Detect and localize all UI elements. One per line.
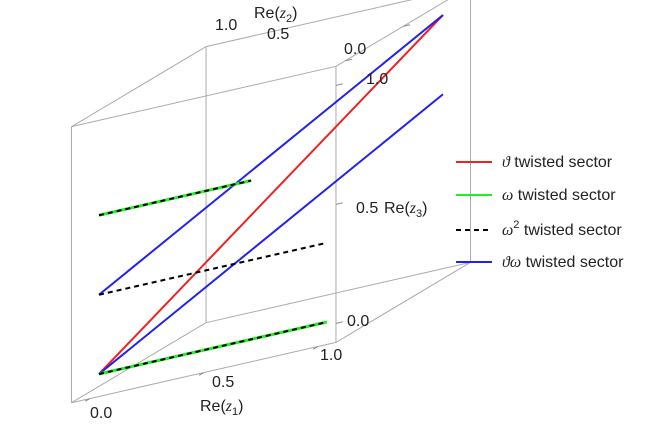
z-tick-mark — [335, 83, 343, 86]
z-tick-2: 1.0 — [366, 71, 388, 88]
x-axis-label-prefix: Re( — [200, 398, 226, 415]
z-tick-mark — [335, 202, 343, 205]
x-tick-0: 0.0 — [90, 405, 112, 422]
series-omega2-segment-2 — [98, 241, 328, 296]
box-edge — [71, 46, 207, 128]
legend: ϑ twisted sector ω twisted sector ω2 twi… — [456, 154, 624, 271]
legend-label-thetaomega: ϑω twisted sector — [502, 254, 624, 271]
box-edge — [335, 261, 471, 343]
legend-symbol-omega2: ω — [502, 222, 513, 239]
x-tick-mark — [312, 346, 318, 350]
x-axis-label: Re(z1) — [200, 398, 243, 418]
series-thetaomega-segment-0 — [98, 93, 444, 375]
box-edge — [205, 261, 471, 324]
x-tick-mark — [84, 398, 90, 402]
z-axis-label-sub: 3 — [416, 208, 422, 220]
z-tick-0: 0.0 — [347, 313, 369, 330]
y-tick-mark — [345, 58, 353, 62]
legend-symbol-theta: ϑ — [502, 154, 511, 171]
series-omega-segment-1 — [98, 179, 252, 217]
x-tick-1: 0.5 — [212, 374, 234, 391]
legend-sup-omega2: 2 — [513, 219, 519, 231]
y-tick-2: 1.0 — [215, 17, 237, 34]
series-theta-segment-0 — [98, 14, 444, 375]
y-axis-label-suffix: ) — [292, 5, 297, 22]
x-tick-mark — [198, 372, 204, 376]
z-axis-label-prefix: Re( — [384, 200, 410, 217]
box-edge — [71, 322, 207, 404]
legend-symbol-thetaomega: ϑω — [502, 254, 521, 271]
legend-symbol-omega: ω — [502, 187, 513, 204]
legend-text-thetaomega: twisted sector — [521, 254, 624, 271]
box-edge — [205, 0, 413, 48]
x-axis-label-sub: 1 — [232, 406, 238, 418]
z-axis-label-suffix: ) — [422, 200, 427, 217]
legend-label-theta: ϑ twisted sector — [502, 154, 613, 171]
legend-label-omega2: ω2 twisted sector — [502, 219, 622, 239]
z-axis-label: Re(z3) — [384, 200, 427, 220]
z-axis-label-var: z — [409, 200, 417, 217]
y-axis-label-sub: 2 — [286, 13, 292, 25]
legend-label-omega: ω twisted sector — [502, 187, 616, 204]
series-omega2-segment-1 — [98, 179, 252, 217]
z-tick-1: 0.5 — [356, 200, 378, 217]
legend-text-omega2: twisted sector — [519, 222, 622, 239]
tick-marks — [84, 24, 411, 402]
legend-text-theta: twisted sector — [510, 154, 613, 171]
legend-text-omega: twisted sector — [513, 187, 616, 204]
y-axis-label: Re(z2) — [254, 5, 297, 25]
y-tick-1: 0.5 — [267, 26, 289, 43]
y-axis-label-prefix: Re( — [254, 5, 280, 22]
series-thetaomega-segment-1 — [98, 14, 444, 296]
z-tick-mark — [335, 321, 343, 324]
x-axis-label-suffix: ) — [238, 398, 243, 415]
x-tick-2: 1.0 — [320, 347, 342, 364]
x-axis-label-var: z — [225, 398, 233, 415]
y-tick-mark — [403, 24, 411, 27]
y-tick-0: 0.0 — [344, 41, 366, 58]
series-layer — [98, 14, 444, 376]
y-axis-label-var: z — [279, 5, 287, 22]
series-omega2-segment-0 — [98, 321, 328, 375]
box-edge — [71, 65, 337, 128]
